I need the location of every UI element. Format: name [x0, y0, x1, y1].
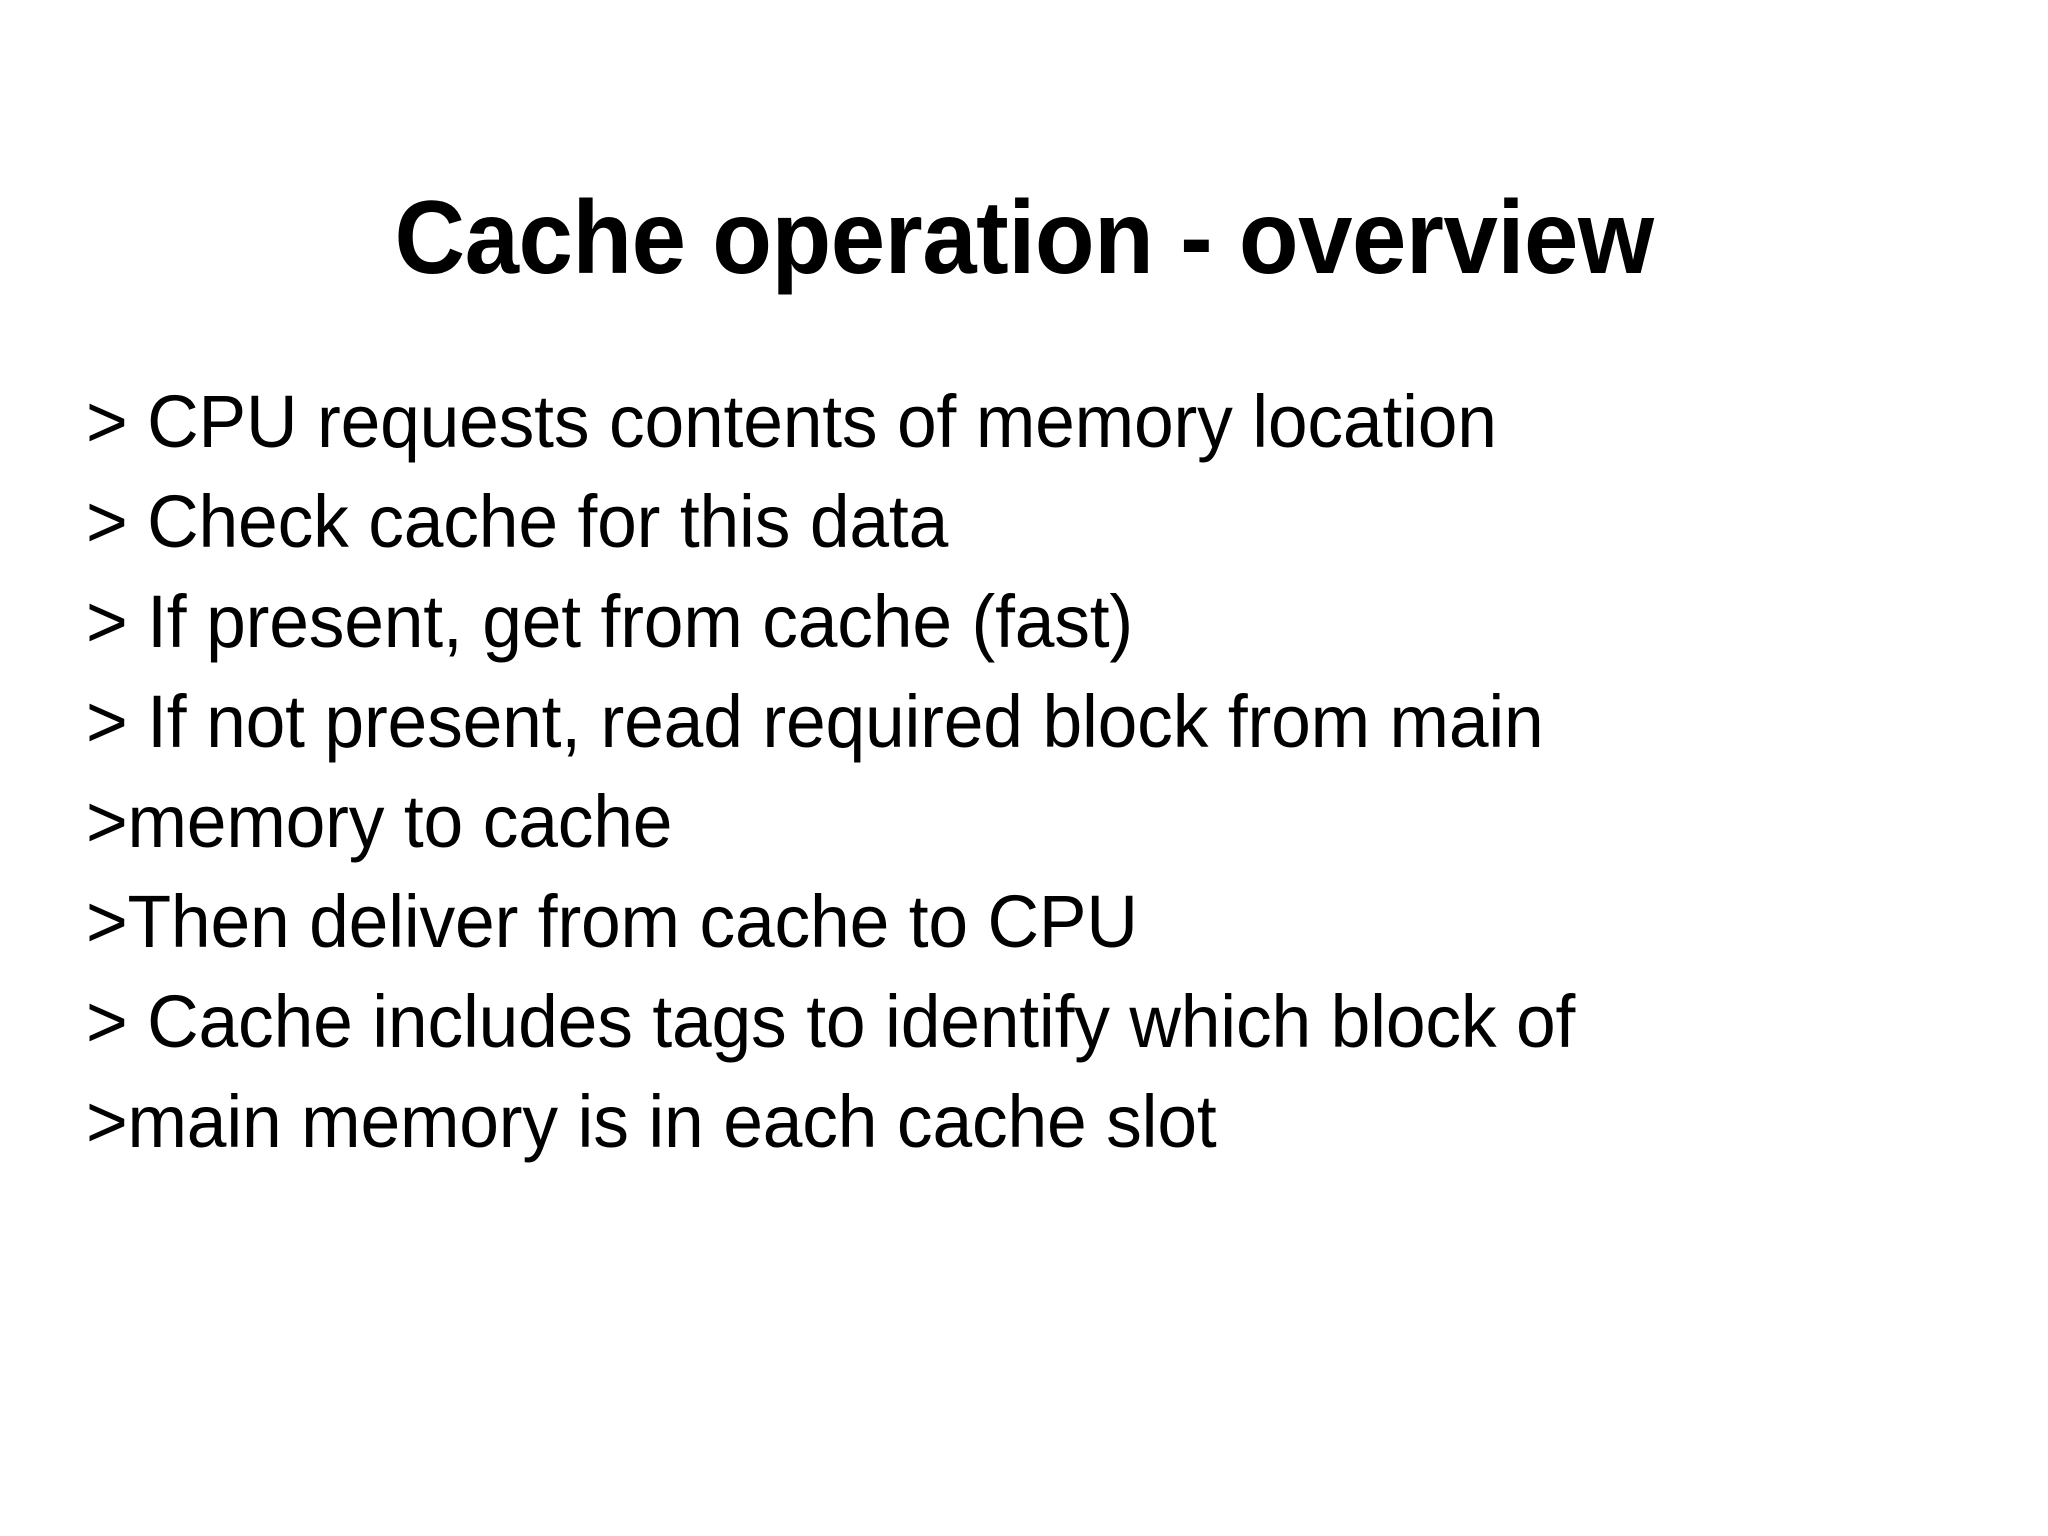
- bullet-line: > If not present, read required block fr…: [86, 680, 1544, 763]
- bullet-line: > Check cache for this data: [86, 480, 949, 563]
- bullet-line: >memory to cache: [86, 780, 673, 863]
- bullet-line: >Then deliver from cache to CPU: [86, 880, 1138, 963]
- bullet-line: >main memory is in each cache slot: [86, 1080, 1217, 1163]
- slide-body-text: > CPU requests contents of memory locati…: [86, 372, 1986, 1172]
- bullet-line: > If present, get from cache (fast): [86, 580, 1134, 663]
- bullet-line: > Cache includes tags to identify which …: [86, 980, 1576, 1063]
- slide-title: Cache operation - overview: [394, 179, 1654, 296]
- bullet-line: > CPU requests contents of memory locati…: [86, 380, 1497, 463]
